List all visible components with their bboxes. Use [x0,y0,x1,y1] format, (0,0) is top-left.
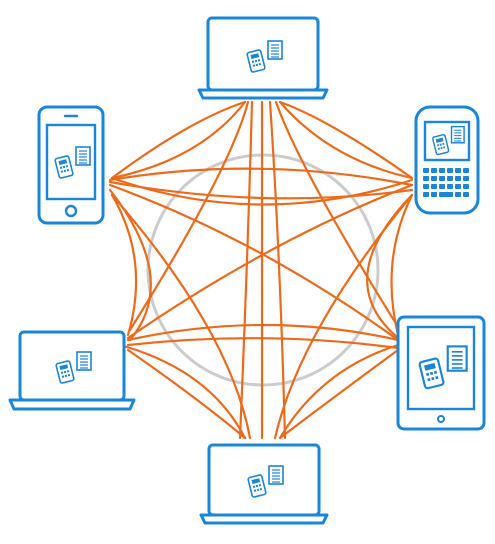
connection-line [278,100,414,180]
connection-line [238,100,254,440]
connection-line [110,193,252,440]
laptop-left [8,330,136,411]
connection-line [128,100,250,332]
connection-line [108,188,152,342]
laptop-top [197,16,329,100]
connection-line [278,348,400,440]
tablet-right [396,315,486,431]
connection-line [126,348,247,440]
connection-line [390,193,414,337]
connection-line [126,337,400,350]
smartphone-left [37,105,105,225]
connection-line [110,100,247,180]
connection-lines [108,100,414,440]
connection-line [274,100,402,332]
connection-line [268,100,287,440]
connection-line [108,180,414,200]
connection-line [110,176,414,206]
laptop-bottom [199,443,329,525]
connection-line [366,193,414,340]
connection-line [126,183,414,340]
connection-line [108,183,400,342]
connection-line [108,167,414,187]
connection-line [278,343,400,440]
connection-line [278,100,414,180]
connection-line [118,343,247,440]
connection-line [126,323,400,342]
connection-line [110,193,138,337]
connection-line [110,100,247,180]
blackberry-right [414,105,480,215]
